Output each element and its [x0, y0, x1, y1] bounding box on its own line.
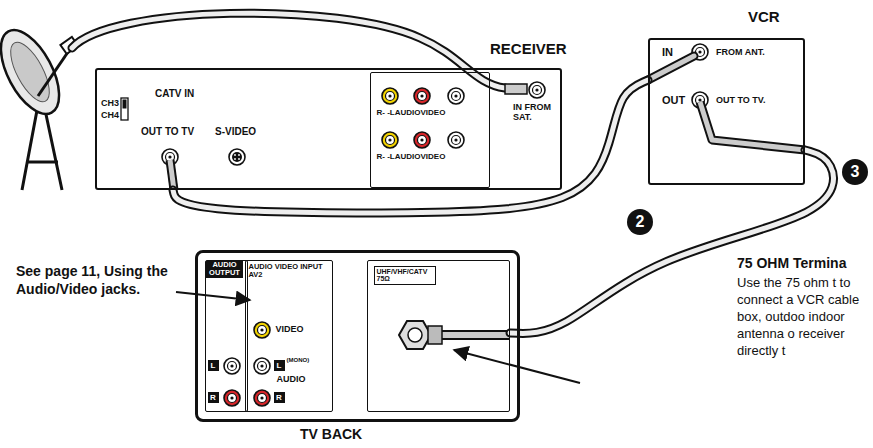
- vcr-box: VCRINFROM ANT.OUTOUT TO TV.: [648, 38, 805, 185]
- jack-label: VIDEO: [276, 324, 304, 334]
- video-in-jack: [254, 322, 270, 338]
- s-video-jack: [229, 149, 245, 165]
- jack-label: IN: [662, 46, 673, 59]
- coax-cable: [173, 80, 648, 213]
- audio-out-jack: [224, 358, 240, 374]
- switch-slider: [123, 100, 127, 109]
- audio-jack: [414, 132, 430, 148]
- device-title: RECEIVER: [490, 40, 567, 57]
- panel-heading: AUDIO VIDEO INPUT AV2: [249, 263, 329, 280]
- cable-plug-core: [440, 332, 510, 338]
- note-text: See page 11, Using the Audio/Video jacks…: [16, 263, 192, 298]
- note-text: Use the 75 ohm t to connect a VCR cable …: [737, 275, 865, 359]
- note-heading: 75 OHM Termina: [737, 255, 846, 272]
- panel-heading: AUDIO OUTPUT: [206, 261, 243, 278]
- panel-heading: UHF/VHF/CATV 75Ω: [374, 266, 436, 285]
- dish-inner: [3, 37, 57, 107]
- callout-number: 3: [842, 159, 868, 185]
- callout-circle: [627, 209, 653, 235]
- audio-in-jack: [254, 390, 270, 406]
- channel-marker: L: [208, 360, 219, 371]
- cable-plug-core: [648, 56, 694, 80]
- cable-outline: [173, 80, 648, 213]
- f-connector: [428, 326, 442, 344]
- switch-label: CH4: [101, 110, 119, 120]
- antenna-terminal-panel: UHF/VHF/CATV 75Ω: [367, 260, 510, 412]
- audio-output-panel: AUDIO OUTPUT L R: [205, 260, 248, 412]
- video-jack: [382, 132, 398, 148]
- jack-label: R- -LAUDIOVIDEO: [377, 152, 446, 161]
- receiver-box: R- -LAUDIOVIDEOR- -LAUDIOVIDEORECEIVERCH…: [95, 68, 562, 190]
- jack-label: OUT: [662, 94, 685, 107]
- in-from-sat-jack: [529, 82, 545, 98]
- audio-out-jack: [224, 390, 240, 406]
- callout-number: 2: [627, 209, 653, 235]
- jack-label: FROM ANT.: [716, 47, 765, 57]
- dish-arm: [38, 52, 68, 96]
- channel-marker: R: [274, 392, 285, 403]
- channel-switch: [121, 98, 128, 120]
- satellite-cable-core: [72, 13, 505, 88]
- tv-back-panel: AUDIO OUTPUTLRAUDIO VIDEO INPUT AV2VIDEO…: [195, 250, 520, 422]
- cable-plug: [505, 84, 527, 94]
- jack-label: R- -LAUDIOVIDEO: [377, 108, 446, 117]
- audio-jack: [448, 132, 464, 148]
- cable-core: [173, 80, 648, 213]
- jack-label: AUDIO: [277, 374, 306, 384]
- jack-label: OUT TO TV.: [716, 95, 766, 105]
- audio-jack: [448, 88, 464, 104]
- callout-circle: [842, 159, 868, 185]
- dish-reflector: [0, 21, 71, 123]
- cable-plug-core: [700, 102, 805, 150]
- leader-arrow: [454, 350, 580, 383]
- satellite-dish: [0, 21, 78, 190]
- jack-label: IN FROM SAT.: [513, 103, 557, 123]
- audio-in-jack: [254, 358, 270, 374]
- channel-marker: R: [208, 392, 219, 403]
- dish-stand: [22, 105, 62, 190]
- cable-plug-core: [170, 160, 174, 190]
- av-jack-panel: R- -LAUDIOVIDEO R- -LAUDIOVIDEO: [370, 72, 490, 188]
- leader-arrow: [176, 292, 250, 300]
- cable-plug: [700, 102, 805, 150]
- device-title: TV BACK: [300, 426, 362, 442]
- cable-plug: [648, 56, 694, 80]
- antenna-terminal: [399, 321, 431, 349]
- switch-label: CH3: [101, 98, 119, 108]
- jack-label: CATV IN: [155, 88, 194, 100]
- cable-plug: [440, 330, 510, 340]
- device-title: VCR: [748, 8, 780, 25]
- video-jack: [382, 88, 398, 104]
- antenna-terminal-hole: [408, 328, 422, 342]
- av-input-panel: AUDIO VIDEO INPUT AV2VIDEO L(MONO) AUDIO R: [245, 260, 333, 412]
- satellite-cable: [72, 13, 505, 88]
- audio-jack: [414, 88, 430, 104]
- jack-label: OUT TO TV: [141, 126, 194, 138]
- jack-label: S-VIDEO: [215, 126, 256, 138]
- jack-label: (MONO): [287, 357, 310, 364]
- cable-plug: [170, 160, 174, 190]
- channel-marker: L: [274, 360, 285, 371]
